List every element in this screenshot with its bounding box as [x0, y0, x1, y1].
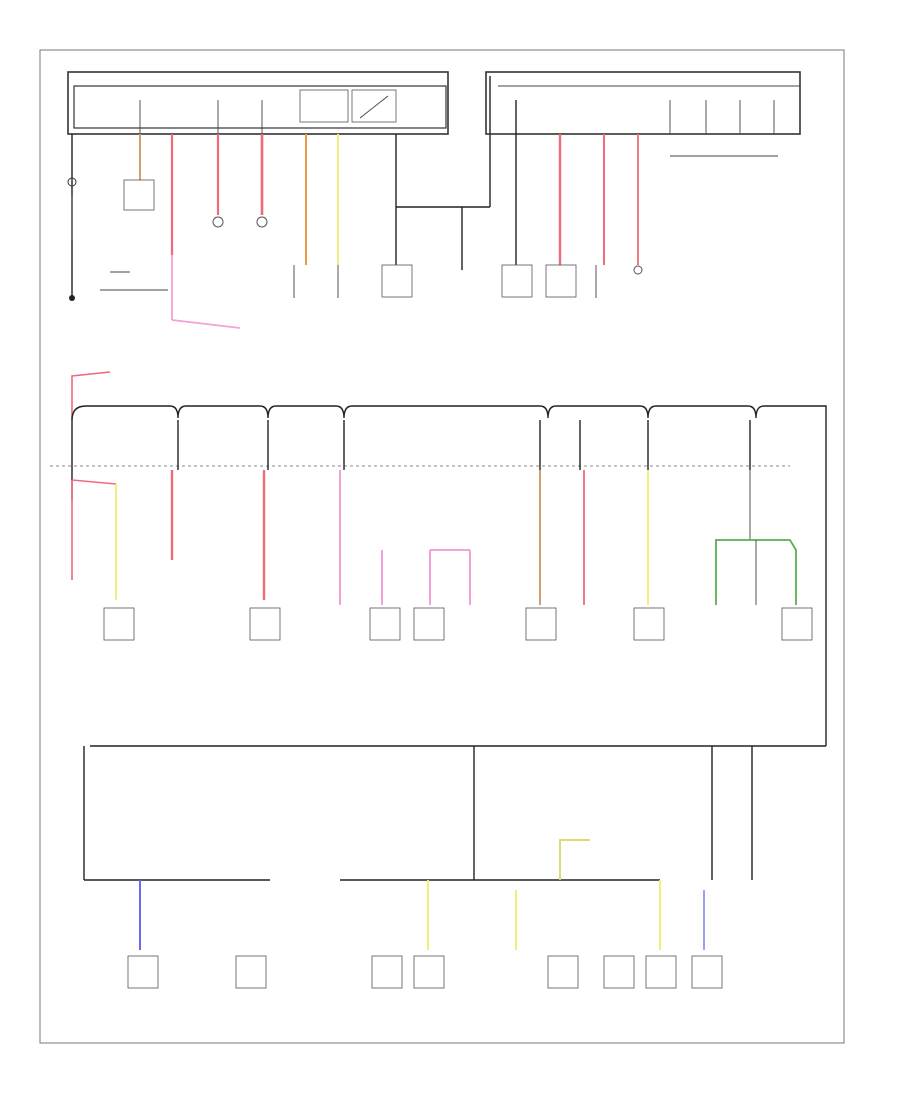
component-box-2	[103, 607, 135, 641]
fuse-box-right	[485, 71, 801, 157]
wire-pink-3	[71, 371, 111, 420]
wire-red-8	[71, 479, 117, 485]
component-box-1	[123, 179, 155, 211]
starter-box	[381, 264, 413, 298]
generator-box	[501, 264, 533, 298]
wire-pink-2	[171, 319, 241, 329]
diagram-border	[39, 49, 845, 1044]
wire-green-1	[715, 539, 797, 605]
middle-bus	[50, 405, 827, 746]
wire-yellow-6	[559, 839, 590, 880]
bottom-bus	[83, 745, 826, 881]
battery-circuit	[67, 177, 168, 301]
